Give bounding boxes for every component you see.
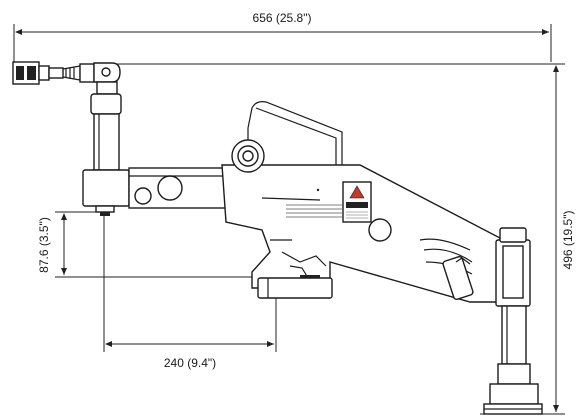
support-column — [483, 227, 543, 415]
cable-connector-icon — [12, 61, 121, 85]
lower-stop-block — [257, 277, 333, 299]
overall-width-label: 656 (25.8") — [253, 11, 312, 25]
info-label-block — [286, 204, 342, 218]
tool-depth-label: 87.6 (3.5") — [37, 217, 51, 273]
main-arm-body — [221, 101, 501, 303]
tool-depth-dimension: 87.6 (3.5") — [37, 211, 255, 278]
overall-width-dimension: 656 (25.8") — [13, 11, 552, 62]
balancer-spring — [419, 238, 474, 301]
reach-dimension: 240 (9.4") — [103, 212, 277, 370]
reach-label: 240 (9.4") — [164, 356, 216, 370]
tool-motor-tube — [82, 81, 130, 216]
warning-triangle-icon — [342, 181, 372, 223]
overall-height-label: 496 (19.5") — [561, 211, 575, 270]
horizontal-arm — [128, 167, 228, 209]
